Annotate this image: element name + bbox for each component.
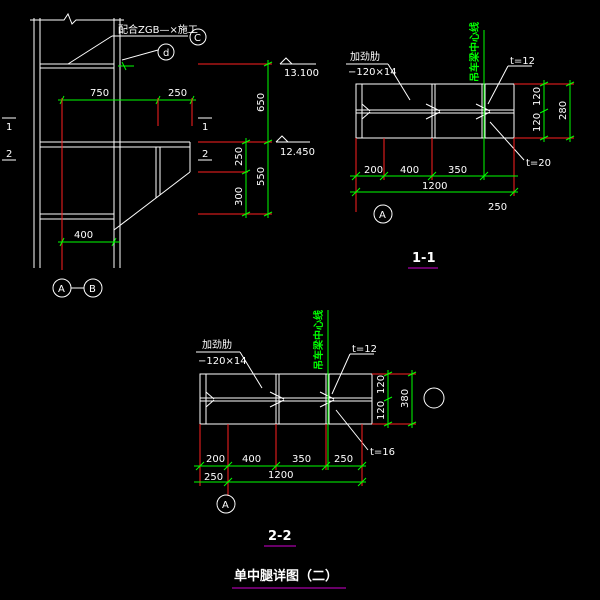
- dim-200-2: 200: [206, 454, 225, 465]
- grid-bubble-a-sec2: [216, 494, 236, 514]
- grid-label-d: d: [163, 48, 169, 59]
- section-1-1: 加劲肋 −120×14 吊车梁中心线 t=12 t=20 120 120 280: [346, 22, 575, 269]
- grid-label-a-sec2: A: [222, 500, 229, 511]
- grid-label-a-sec1: A: [379, 210, 386, 221]
- dim-120-bot-2: 120: [376, 401, 387, 420]
- stiffener-size-1: −120×14: [348, 67, 397, 78]
- section-label-2-2: 2-2: [268, 529, 292, 544]
- dim-350-1: 350: [448, 165, 467, 176]
- dim-650: 650: [256, 93, 267, 112]
- stiffener-size-2: −120×14: [198, 356, 247, 367]
- stiffener-label-1: 加劲肋: [350, 50, 380, 63]
- thickness-top-1: t=12: [510, 56, 535, 67]
- dim-300: 300: [234, 187, 245, 206]
- dim-120-top-2: 120: [376, 375, 387, 394]
- grid-label-a: A: [58, 284, 65, 295]
- dim-400: 400: [74, 230, 93, 241]
- dim-280-1: 280: [558, 101, 569, 120]
- dim-250-right-2: 250: [334, 454, 353, 465]
- section-mark-2-right: 2: [202, 149, 208, 160]
- grid-bubble-a-sec1: [373, 204, 393, 224]
- section-2-2: 加劲肋 −120×14 吊车梁中心线 t=12 t=16 120 120 380: [194, 310, 445, 547]
- section-label-1-1: 1-1: [412, 251, 436, 266]
- section-mark-1-left: 1: [6, 122, 12, 133]
- grid-bubble-blank: [423, 387, 445, 409]
- beam-centerline-1: 吊车梁中心线: [468, 22, 481, 82]
- elevation-view: 1 2 1 2 配合ZGB—×施工 C d 750 250 400: [2, 12, 319, 298]
- beam-centerline-2: 吊车梁中心线: [312, 310, 325, 370]
- dim-400-2: 400: [242, 454, 261, 465]
- dim-1200-1: 1200: [422, 181, 447, 192]
- elevation-12450: 12.450: [280, 147, 315, 158]
- grid-label-b: B: [89, 284, 96, 295]
- stiffener-label-2: 加劲肋: [202, 338, 232, 351]
- elevation-13100: 13.100: [284, 68, 319, 79]
- dim-350-2: 350: [292, 454, 311, 465]
- thickness-bottom-2: t=16: [370, 447, 395, 458]
- grid-label-c: C: [194, 33, 201, 44]
- dim-120-top-1: 120: [532, 87, 543, 106]
- dim-1200-2: 1200: [268, 470, 293, 481]
- dim-200-1: 200: [364, 165, 383, 176]
- dim-120-bot-1: 120: [532, 113, 543, 132]
- dim-380-2: 380: [400, 389, 411, 408]
- dim-250-top: 250: [168, 88, 187, 99]
- dim-250-left-2: 250: [204, 472, 223, 483]
- dim-400-1: 400: [400, 165, 419, 176]
- dim-250-1: 250: [488, 202, 507, 213]
- section-mark-2-left: 2: [6, 149, 12, 160]
- grid-bubble-c: [189, 28, 207, 46]
- dim-250-vert: 250: [234, 147, 245, 166]
- dim-750: 750: [90, 88, 109, 99]
- grid-bubble-b: [83, 278, 103, 298]
- section-mark-1-right: 1: [202, 122, 208, 133]
- material-note: 配合ZGB—×施工: [118, 23, 198, 36]
- thickness-top-2: t=12: [352, 344, 377, 355]
- grid-bubble-d: [157, 43, 175, 61]
- thickness-bottom-1: t=20: [526, 158, 551, 169]
- dim-550: 550: [256, 167, 267, 186]
- drawing-title: 单中腿详图（二）: [234, 568, 338, 584]
